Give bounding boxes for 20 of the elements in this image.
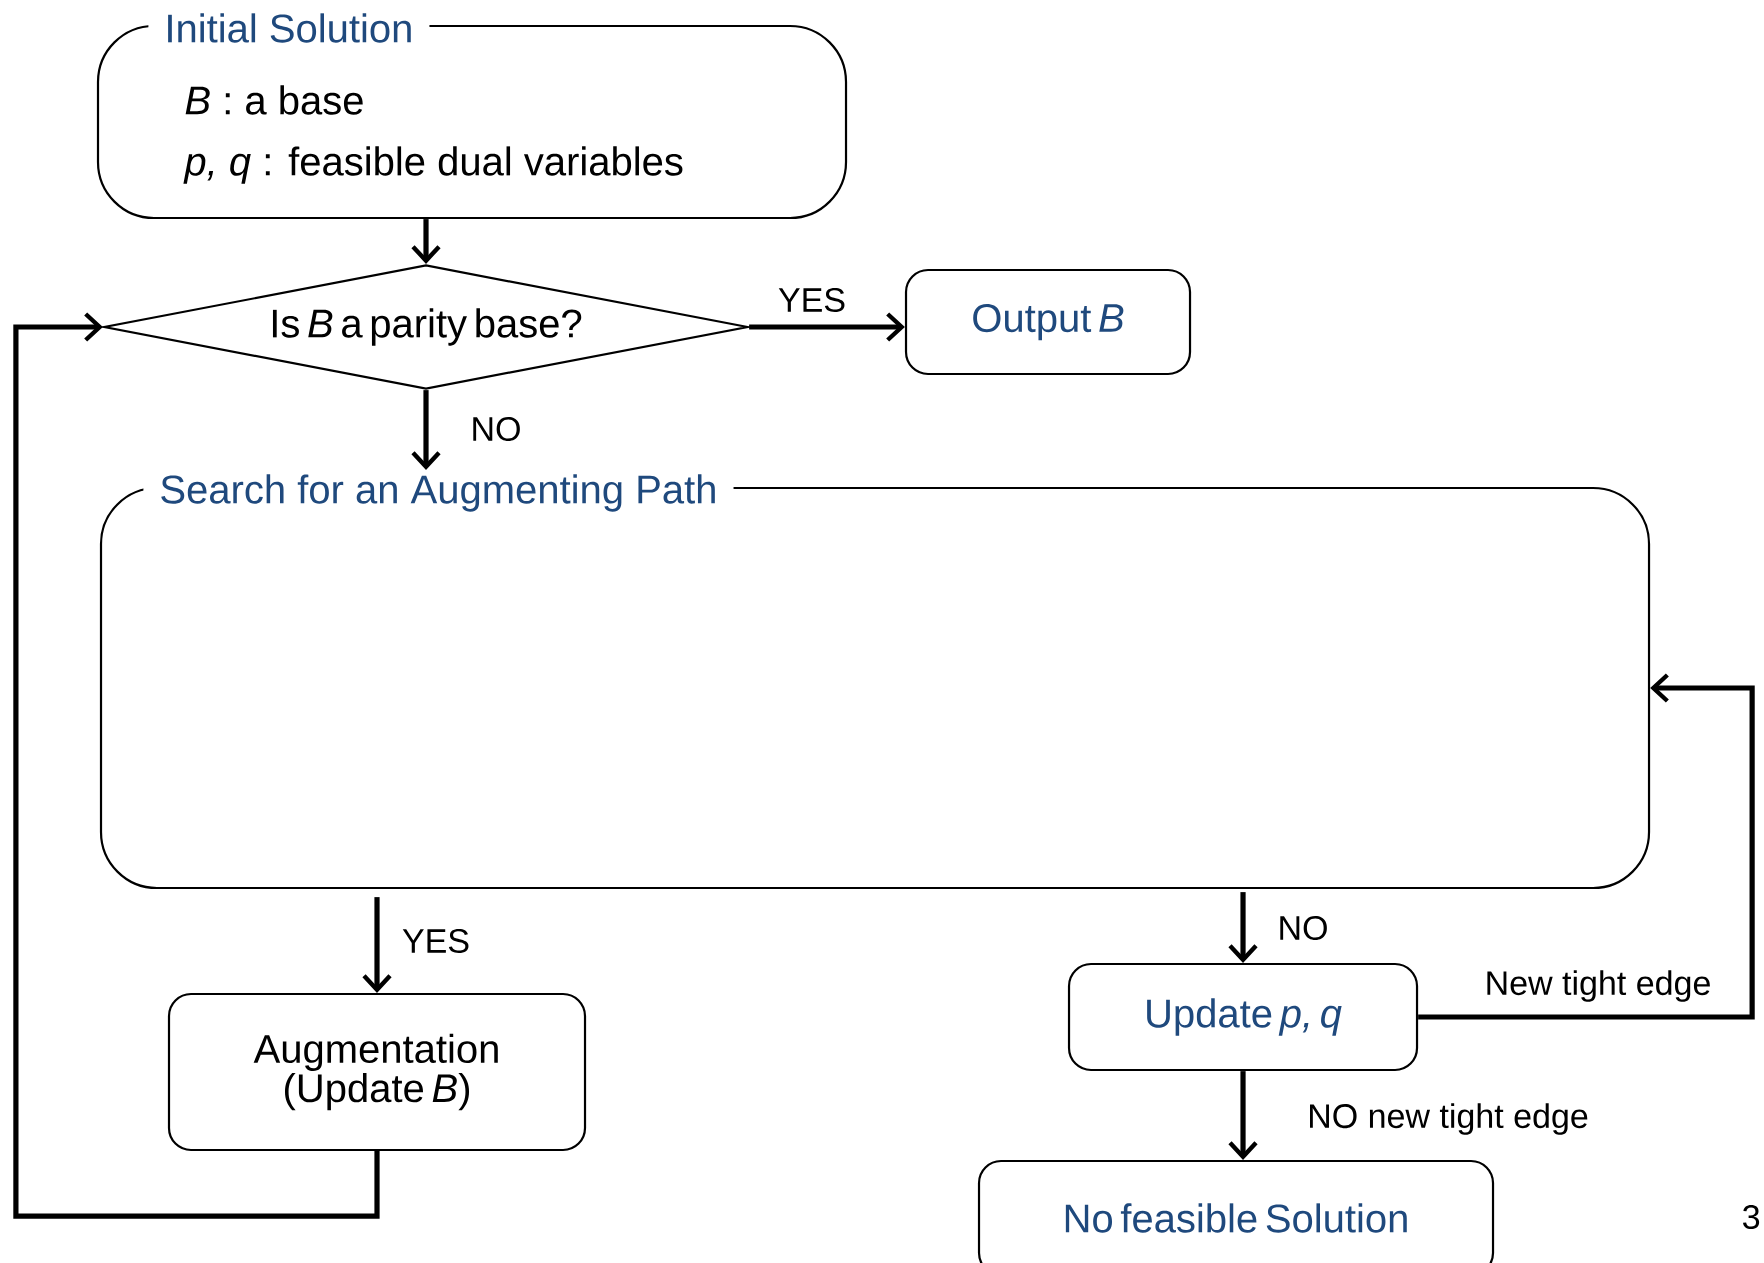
edge-label: NO [468,414,524,444]
process-box: Augmentation (Update B) [167,992,587,1152]
group-box: Initial Solution B : a base p, q : feasible dual variables [96,9,848,220]
arrow [1228,944,1258,963]
arrow [1228,1071,1258,1160]
group-box: Search for an Augmenting Path [99,470,1651,890]
process-box: Update p, q [1067,962,1419,1072]
page-number: 3 [1743,1204,1760,1230]
edge-label: YES [776,285,849,315]
edge-label: New tight edge [1482,968,1714,1004]
arrow [13,312,380,1219]
arrow [362,974,392,993]
edge-label: YES [400,926,473,956]
process-box: Output B [904,268,1192,376]
arrow [411,390,441,470]
arrow [1418,673,1755,1020]
arrow [749,312,905,342]
edge-label: NO [1275,914,1331,943]
process-box: No feasible Solution [977,1159,1495,1263]
edge-label: NO new tight edge [1305,1101,1591,1137]
